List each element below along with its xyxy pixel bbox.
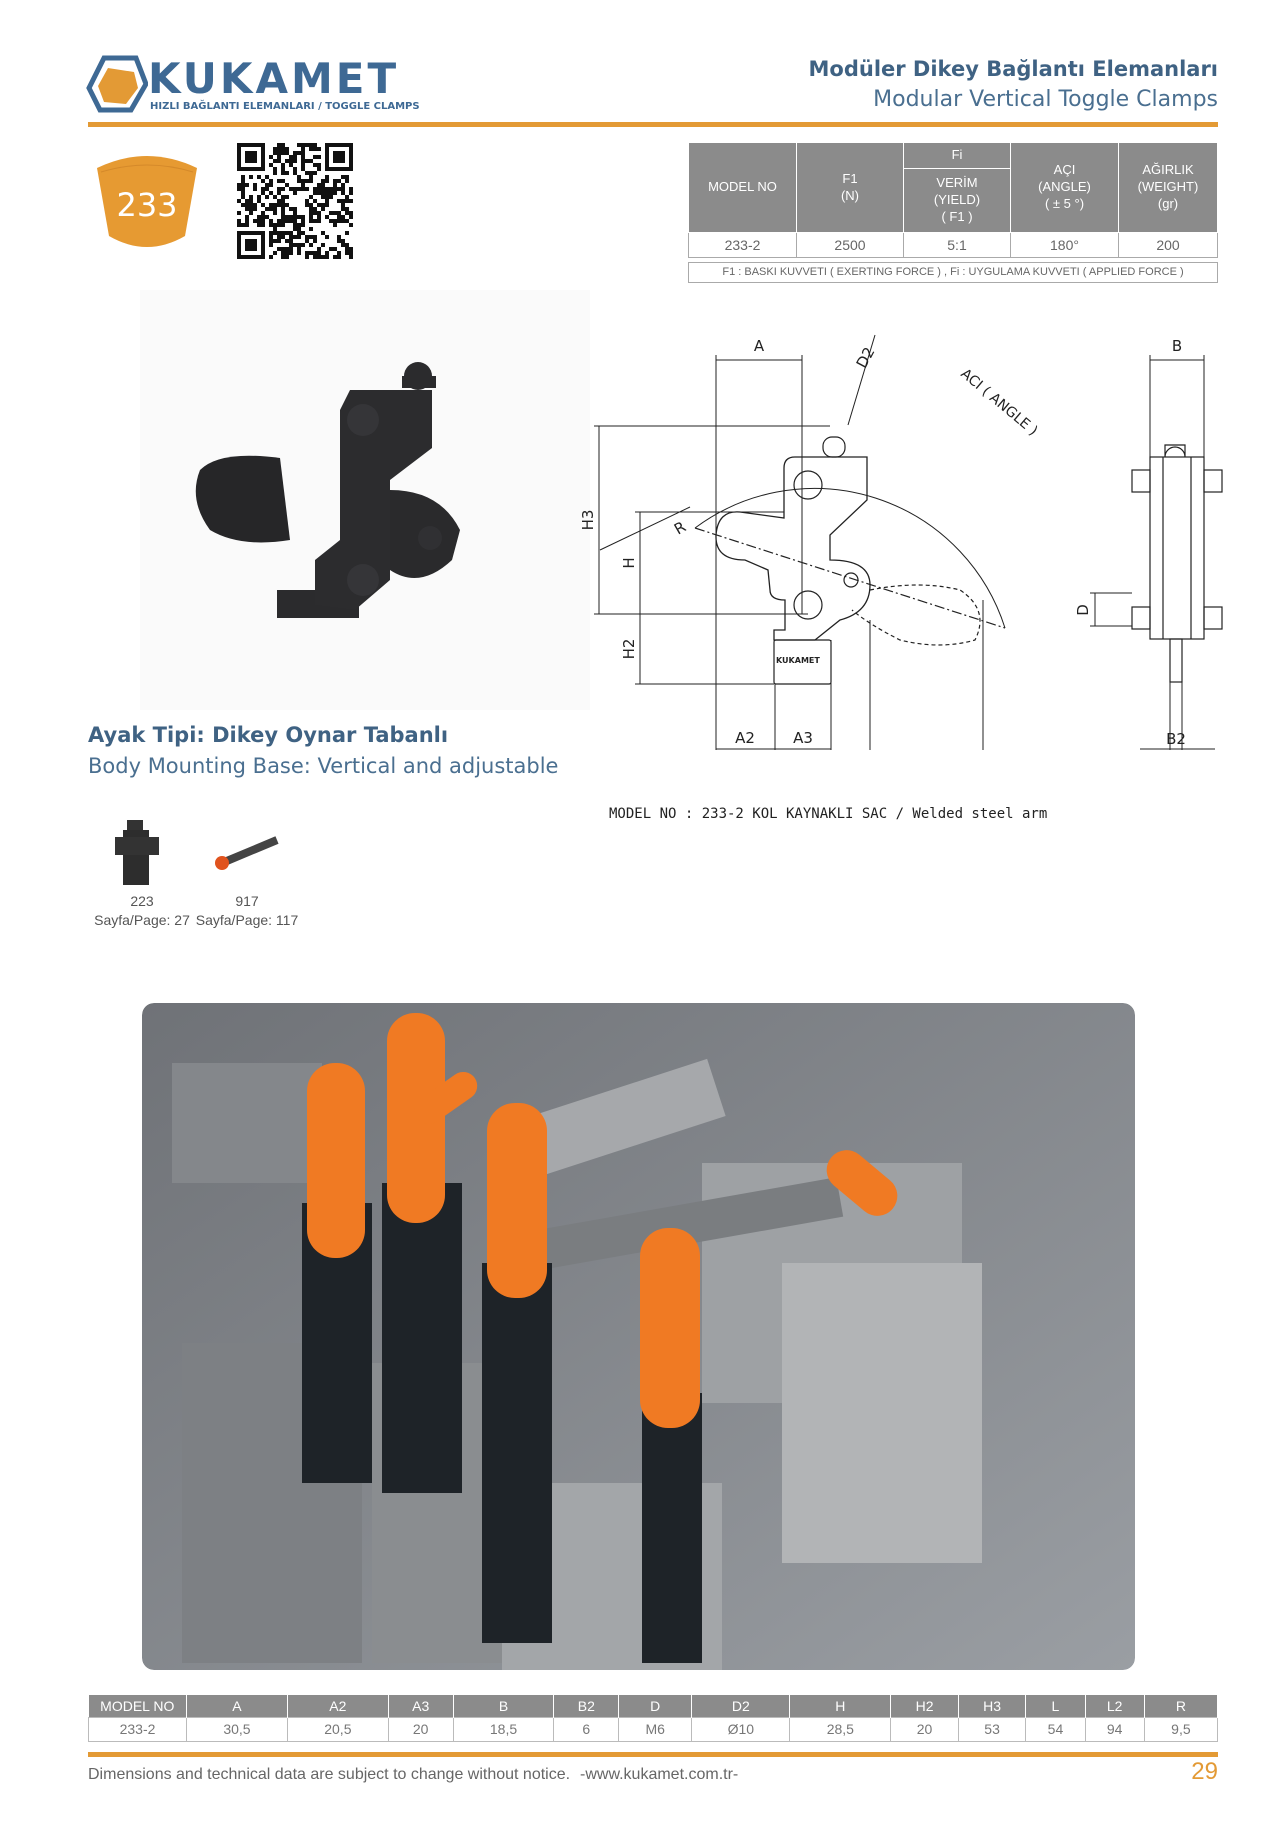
dim-label-r: R (671, 518, 689, 539)
cell: 2500 (796, 232, 904, 258)
dim-label-h2: H2 (620, 639, 638, 660)
accessory-code: 223 (130, 893, 154, 909)
accessory-917-image (215, 836, 279, 870)
dim-col-header: A2 (287, 1695, 389, 1717)
col-f1: F1(N) (796, 142, 904, 233)
cell: 20,5 (286, 1716, 389, 1742)
accessory-page: Sayfa/Page: 117 (195, 912, 299, 928)
cell: 200 (1118, 232, 1218, 258)
brand-name: KUKAMET (148, 54, 400, 103)
footer-disclaimer: Dimensions and technical data are subjec… (88, 1766, 571, 1783)
dim-label-d2: D2 (853, 344, 879, 371)
cell: 233-2 (88, 1716, 187, 1742)
force-legend-note: F1 : BASKI KUVVETI ( EXERTING FORCE ) , … (688, 262, 1218, 283)
qr-code[interactable] (237, 143, 353, 259)
dim-label-angle: ACI ( ANGLE ) (957, 366, 1040, 439)
col-weight: AĞIRLIK(WEIGHT)(gr) (1118, 142, 1218, 233)
col-model: MODEL NO (688, 142, 797, 233)
cell: 30,5 (186, 1716, 288, 1742)
accessory-917[interactable]: 917 Sayfa/Page: 117 (192, 815, 302, 930)
kukamet-logo-icon (86, 55, 148, 113)
dim-col-header: B2 (553, 1695, 620, 1717)
accessory-223-image (115, 820, 159, 885)
base-type-title: Ayak Tipi: Dikey Oynar Tabanlı (88, 723, 449, 747)
page-title-en: Modular Vertical Toggle Clamps (873, 87, 1218, 112)
dim-col-header: A (186, 1695, 288, 1717)
col-fi: Fi (903, 142, 1011, 169)
dim-col-header: A3 (388, 1695, 454, 1717)
dim-label-b2: B2 (1166, 730, 1186, 748)
application-photo (142, 1003, 1135, 1670)
accessory-code: 917 (235, 893, 259, 909)
accessory-223[interactable]: 223 Sayfa/Page: 27 (87, 815, 197, 930)
dim-label-a3: A3 (793, 729, 813, 747)
brand-tagline: HIZLI BAĞLANTI ELEMANLARI / TOGGLE CLAMP… (150, 101, 420, 112)
cell: 94 (1084, 1716, 1145, 1742)
col-angle: AÇI(ANGLE)( ± 5 °) (1010, 142, 1119, 233)
dim-label-h3: H3 (579, 510, 597, 531)
side-view (1090, 355, 1223, 750)
model-badge: 233 (97, 156, 197, 247)
dim-col-header: D2 (691, 1695, 791, 1717)
cell: 28,5 (789, 1716, 892, 1742)
cell: 20 (890, 1716, 959, 1742)
dim-label-b: B (1172, 337, 1182, 355)
dim-label-d: D (1074, 604, 1092, 616)
cell: 18,5 (452, 1716, 555, 1742)
dim-label-a: A (754, 337, 765, 355)
cell: Ø10 (691, 1716, 791, 1742)
dim-col-header: MODEL NO (88, 1695, 187, 1717)
footer-divider (88, 1752, 1218, 1757)
dim-col-header: D (618, 1695, 693, 1717)
dim-col-header: B (453, 1695, 555, 1717)
technical-drawing: KUKAMET A D2 ACI ( ANGLE ) H3 H H2 R A2 … (579, 334, 1223, 750)
accessory-page: Sayfa/Page: 27 (94, 912, 190, 928)
cell: 233-2 (688, 232, 797, 258)
dimension-lines (594, 334, 984, 750)
dim-col-header: H2 (890, 1695, 959, 1717)
table-row: 233-2 2500 5:1 180° 200 (688, 232, 1218, 258)
front-view: KUKAMET (694, 436, 1006, 685)
cell: 5:1 (903, 232, 1011, 258)
dim-label-a2: A2 (735, 729, 755, 747)
product-photo (140, 290, 590, 710)
dim-col-header: L (1025, 1695, 1086, 1717)
svg-text:KUKAMET: KUKAMET (776, 656, 820, 665)
footer-website-link[interactable]: -www.kukamet.com.tr- (580, 1766, 739, 1783)
cell: 6 (553, 1716, 620, 1742)
page-title-tr: Modüler Dikey Bağlantı Elemanları (808, 57, 1218, 81)
page-number: 29 (1191, 1758, 1218, 1785)
badge-number: 233 (116, 186, 177, 224)
cell: 180° (1010, 232, 1119, 258)
cell: 20 (387, 1716, 454, 1742)
base-type-subtitle: Body Mounting Base: Vertical and adjusta… (88, 754, 559, 778)
cell: 53 (957, 1716, 1027, 1742)
dim-col-header: L2 (1085, 1695, 1145, 1717)
cell: 54 (1025, 1716, 1086, 1742)
dim-col-header: R (1144, 1695, 1219, 1717)
cell: M6 (618, 1716, 693, 1742)
dim-label-h: H (620, 557, 638, 568)
cell: 9,5 (1143, 1716, 1219, 1742)
model-note: MODEL NO : 233-2 KOL KAYNAKLI SAC / Weld… (609, 806, 1048, 822)
spec-table: MODEL NO F1(N) Fi AÇI(ANGLE)( ± 5 °) AĞI… (688, 142, 1218, 258)
dim-col-header: H3 (958, 1695, 1027, 1717)
col-yield: VERİM(YIELD)( F1 ) (903, 168, 1011, 233)
col-model-label: MODEL NO (708, 179, 777, 195)
dim-col-header: H (789, 1695, 892, 1717)
header-divider (88, 122, 1218, 127)
